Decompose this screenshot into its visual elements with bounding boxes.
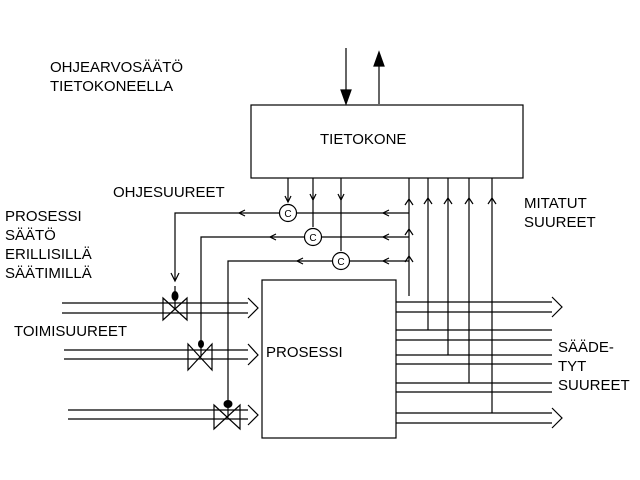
output-pipe-1 <box>396 296 563 318</box>
process-control-label: PROSESSI SÄÄTÖ ERILLISILLÄ SÄÄTIMILLÄ <box>5 208 92 282</box>
controlled-variables-label: SÄÄDE- TYT SUUREET <box>558 339 630 394</box>
setpoint-arrow-1 <box>284 195 292 204</box>
process-box <box>261 279 397 439</box>
controller-3 <box>331 251 351 271</box>
input-pipe-2 <box>64 343 259 366</box>
valve-3-actuator <box>223 400 233 408</box>
output-pipe-4 <box>396 382 552 393</box>
controller-2-label: C <box>309 233 316 244</box>
computer-label: TIETOKONE <box>320 131 407 148</box>
controller-1 <box>278 203 298 223</box>
valve-1-actuator <box>171 291 179 301</box>
controller-output-1 <box>174 212 279 280</box>
setpoint-arrow-3 <box>337 193 345 202</box>
output-pipe-2 <box>396 329 552 341</box>
input-arrow-head <box>340 89 352 106</box>
controller-1-label: C <box>284 209 291 220</box>
controller-output-3 <box>227 260 332 402</box>
controller-output-1-arrow <box>170 272 180 283</box>
setpoints-label: OHJESUUREET <box>113 184 225 201</box>
output-pipe-3 <box>396 354 552 365</box>
input-pipe-1 <box>62 297 259 319</box>
measure-arrow-heads <box>404 196 497 263</box>
diagram-title: OHJEARVOSÄÄTÖ TIETOKONEELLA <box>50 59 184 95</box>
valve-2-actuator <box>198 340 204 348</box>
process-label: PROSESSI <box>266 344 343 361</box>
output-pipe-5 <box>396 407 563 429</box>
controller-2 <box>303 227 323 247</box>
setpoint-arrow-2 <box>309 193 317 202</box>
controller-output-2 <box>200 236 304 342</box>
actuating-variables-label: TOIMISUUREET <box>14 323 128 340</box>
output-arrow-head <box>373 50 385 67</box>
computer-box <box>250 104 524 179</box>
input-pipe-3 <box>68 404 259 426</box>
controller-3-label: C <box>337 257 344 268</box>
measured-variables-label: MITATUT SUUREET <box>524 195 596 231</box>
